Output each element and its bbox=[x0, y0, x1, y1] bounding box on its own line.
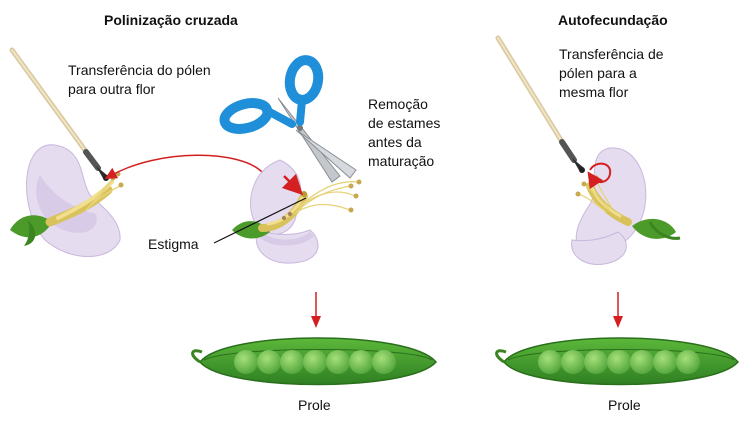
self-transfer-label-line1: Transferência de bbox=[559, 46, 664, 62]
stigma-pointer-arrow bbox=[281, 173, 304, 196]
scissors-icon bbox=[219, 55, 357, 183]
cross-result-arrow bbox=[311, 292, 321, 328]
cross-pollination-title: Polinização cruzada bbox=[104, 12, 238, 28]
recipient-flower bbox=[232, 159, 362, 264]
stigma-label: Estigma bbox=[148, 236, 199, 252]
stigma-leader-line bbox=[213, 197, 307, 244]
cross-transfer-label-line2: para outra flor bbox=[68, 81, 156, 97]
removal-label-line1: Remoção bbox=[368, 96, 428, 112]
self-transfer-label-line2: pólen para a bbox=[559, 65, 637, 81]
self-offspring-label: Prole bbox=[608, 397, 641, 413]
self-fertilization-title: Autofecundação bbox=[558, 12, 668, 28]
peas bbox=[234, 350, 396, 374]
pollen-transfer-arrow bbox=[104, 154, 263, 179]
cross-offspring-label: Prole bbox=[298, 397, 331, 413]
removal-label-line2: de estames bbox=[368, 115, 441, 131]
paintbrush-icon bbox=[495, 35, 585, 173]
self-transfer-label-line3: mesma flor bbox=[559, 84, 629, 100]
self-result-arrow bbox=[613, 292, 623, 328]
peas bbox=[538, 350, 700, 374]
self-transfer-arrow bbox=[587, 162, 612, 190]
self-pea-pod bbox=[495, 337, 739, 386]
source-flower bbox=[10, 144, 124, 257]
cross-pea-pod bbox=[191, 337, 437, 386]
removal-label-line4: maturação bbox=[368, 153, 435, 169]
cross-transfer-label-line1: Transferência do pólen bbox=[68, 62, 211, 78]
removal-label-line3: antes da bbox=[368, 134, 422, 150]
self-flower bbox=[571, 147, 681, 266]
